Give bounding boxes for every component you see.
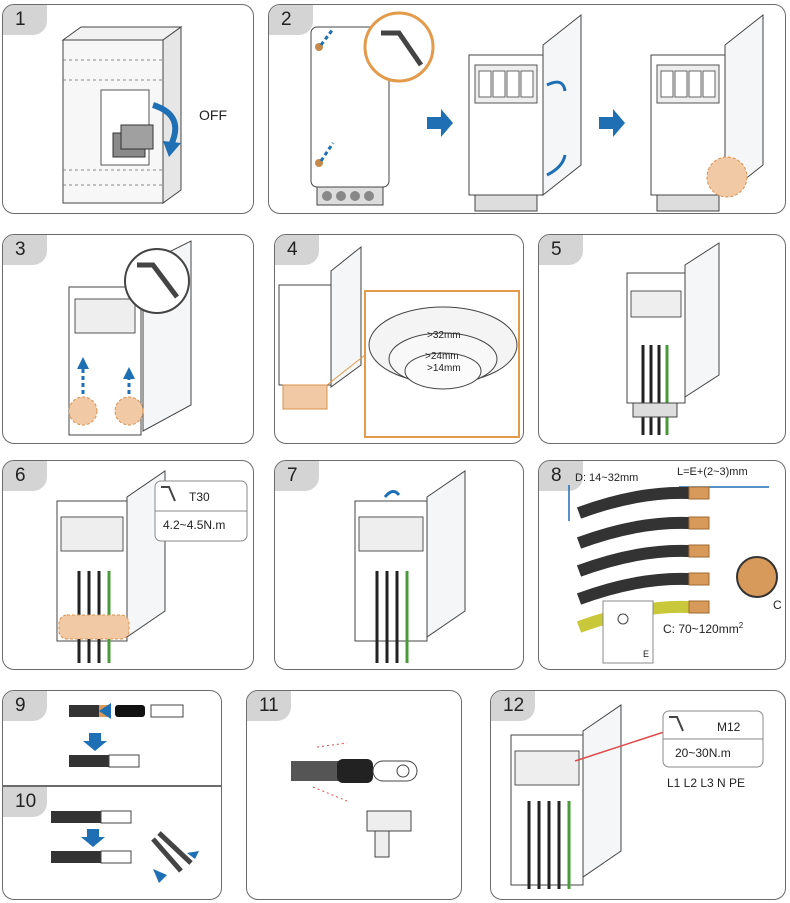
hinge-highlight <box>706 156 748 198</box>
step-11-panel: 11 <box>246 690 462 900</box>
step-12-panel: 12 M12 20~30N.m L1 L2 L3 N PE <box>490 690 786 900</box>
next-arrow-icon <box>599 109 625 137</box>
step-8-panel: 8 D: 14~32mm L=E+(2~3)mm C E C: 70~120mm… <box>538 460 786 670</box>
open-cover-illustration <box>310 11 764 212</box>
step-4-panel: 4 >32mm >24mm >14mm <box>274 234 524 444</box>
hole-size-label: >14mm <box>427 363 461 374</box>
torque-label: 20~30N.m <box>675 746 731 760</box>
torque-label: 4.2~4.5N.m <box>163 518 225 532</box>
step-number: 4 <box>275 235 319 265</box>
step-2-panel: 2 <box>268 4 786 214</box>
lug-label: E <box>643 649 649 659</box>
length-label: L=E+(2~3)mm <box>677 466 748 478</box>
lug-detail-box <box>602 600 654 664</box>
tool-label: T30 <box>189 490 210 504</box>
knockout-holes-illustration: >32mm >24mm >14mm <box>278 245 520 438</box>
insert-cables-illustration <box>626 242 720 435</box>
step-number: 3 <box>3 235 47 265</box>
terminals-label: L1 L2 L3 N PE <box>667 776 745 790</box>
step-number: 1 <box>3 5 47 35</box>
next-arrow-icon <box>427 109 453 137</box>
heat-shrink-illustration <box>291 742 418 858</box>
step-number: 8 <box>539 461 583 491</box>
off-label: OFF <box>199 107 227 123</box>
bolt-label: M12 <box>717 720 741 734</box>
step-number: 11 <box>247 691 291 721</box>
hole-size-label: >32mm <box>427 330 461 341</box>
heat-gun-icon <box>366 810 412 832</box>
connect-terminals-illustration: M12 20~30N.m L1 L2 L3 N PE <box>510 704 764 889</box>
step-number: 12 <box>491 691 535 721</box>
step-1-panel: 1 OFF <box>2 4 254 214</box>
step-6-panel: 6 T30 4.2~4.5N.m <box>2 460 254 670</box>
fasten-gland-illustration: T30 4.2~4.5N.m <box>56 470 248 663</box>
step-number: 10 <box>3 787 47 817</box>
breaker-off-illustration: OFF <box>61 26 227 204</box>
step-number: 5 <box>539 235 583 265</box>
slide-sleeve-illustration <box>69 703 184 768</box>
remove-shield-illustration <box>354 470 466 663</box>
step-3-panel: 3 <box>2 234 254 444</box>
strip-cable-illustration: D: 14~32mm L=E+(2~3)mm C E C: 70~120mm2 <box>568 466 782 664</box>
core-area-label: C: 70~120mm2 <box>663 621 744 636</box>
core-cross-section <box>736 556 778 598</box>
diameter-label: D: 14~32mm <box>575 472 638 484</box>
rotate-arrow-icon <box>163 141 181 157</box>
step-number: 2 <box>269 5 313 35</box>
step-7-panel: 7 <box>274 460 524 670</box>
step-5-panel: 5 <box>538 234 786 444</box>
crimp-lug-illustration <box>51 810 199 883</box>
step-10-panel: 10 <box>2 786 222 900</box>
core-label: C <box>773 598 782 612</box>
step-number: 6 <box>3 461 47 491</box>
hex-key-icon <box>124 248 190 314</box>
step-number: 9 <box>3 691 47 721</box>
step-number: 7 <box>275 461 319 491</box>
hex-key-icon <box>363 11 435 83</box>
hole-size-label: >24mm <box>425 351 459 362</box>
remove-cover-illustration <box>68 240 192 436</box>
step-9-panel: 9 <box>2 690 222 786</box>
